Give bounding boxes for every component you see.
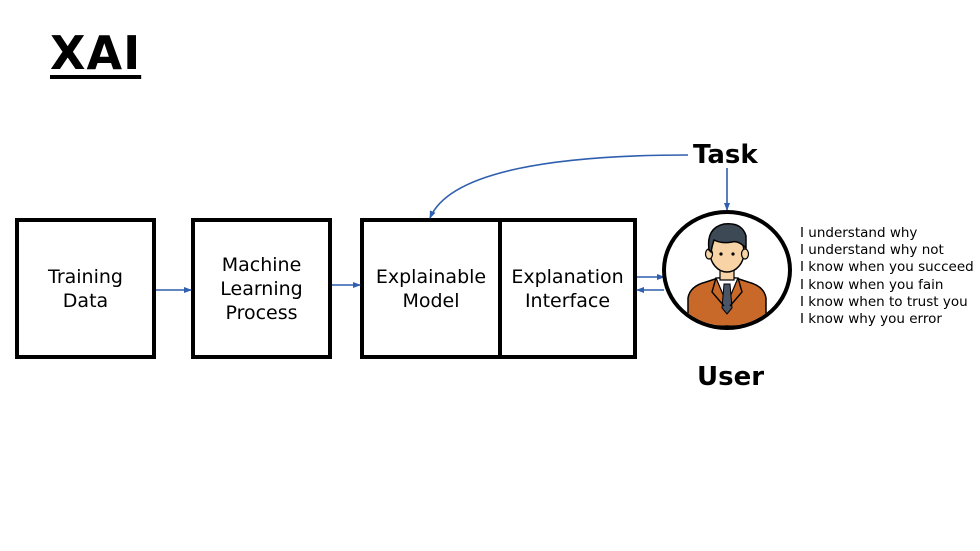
user-label: User — [697, 362, 765, 392]
list-item: I understand why — [800, 225, 918, 241]
arrow-task-to-model — [429, 154, 689, 219]
machine-learning-process-label: Machine Learning Process — [220, 253, 303, 324]
list-item: I understand why not — [800, 242, 944, 259]
explainable-model-box: Explainable Model — [360, 218, 502, 359]
machine-learning-process-box: Machine Learning Process — [191, 218, 332, 359]
list-item: I know when you succeed — [800, 259, 974, 276]
list-item: I know when to trust you — [800, 293, 968, 310]
task-label: Task — [693, 140, 758, 170]
user-avatar — [662, 210, 792, 330]
person-icon — [687, 223, 767, 326]
list-item: I know when you fain — [800, 276, 944, 293]
training-data-label: Training Data — [48, 265, 123, 312]
explanation-interface-label: Explanation Interface — [511, 265, 624, 312]
explainable-model-label: Explainable Model — [375, 265, 487, 312]
user-statements-list: I understand why I understand why not I … — [800, 225, 974, 328]
explanation-interface-box: Explanation Interface — [498, 218, 637, 359]
page-title: XAI — [50, 26, 142, 80]
list-item: I know why you error — [800, 311, 942, 328]
training-data-box: Training Data — [15, 218, 156, 359]
